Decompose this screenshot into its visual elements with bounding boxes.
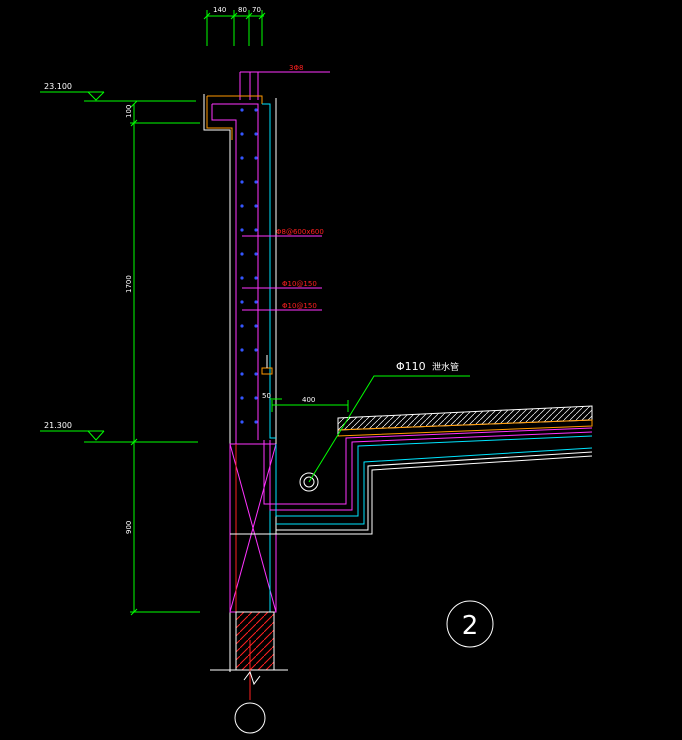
rebar-dot xyxy=(254,204,258,208)
rebar-dot xyxy=(254,252,258,256)
dim-900: 900 xyxy=(125,521,133,534)
drain-pipe-inner xyxy=(303,476,315,488)
fastener-mark xyxy=(261,355,273,375)
rebar-dot xyxy=(254,132,258,136)
rebar-dot xyxy=(254,324,258,328)
lower-wall-box xyxy=(229,443,277,613)
rebar-dot xyxy=(254,156,258,160)
dim-400: 400 xyxy=(302,396,315,404)
rebar-dot xyxy=(240,108,244,112)
rebar-dot xyxy=(254,348,258,352)
rebar-dot xyxy=(240,156,244,160)
detail-circle xyxy=(446,600,494,648)
vertical-dimension-chain xyxy=(130,100,200,616)
rebar-dots xyxy=(240,108,258,424)
dim-top-140: 140 xyxy=(213,6,226,14)
pipe-leader xyxy=(308,375,470,483)
rebar-dot xyxy=(254,228,258,232)
elevation-marker-top xyxy=(40,91,196,102)
top-leaders xyxy=(239,71,330,100)
rebar-dot xyxy=(254,276,258,280)
rebar-dot xyxy=(240,348,244,352)
break-mark xyxy=(243,670,261,686)
rebar-dot xyxy=(254,372,258,376)
base-hatch xyxy=(235,611,275,671)
rebar-leaders xyxy=(242,235,322,311)
dim-400-line xyxy=(271,400,349,412)
dim-top-80: 80 xyxy=(238,6,247,14)
pipe-note: 泄水管 xyxy=(432,361,459,373)
rebar-dot xyxy=(254,420,258,424)
gutter-and-roof xyxy=(230,427,593,535)
parapet-wall xyxy=(203,94,277,672)
rebar-dot xyxy=(240,324,244,328)
top-dimension-chain xyxy=(203,10,266,46)
rebar-dot xyxy=(240,204,244,208)
elevation-21300: 21.300 xyxy=(44,421,72,430)
rebar-dot xyxy=(254,108,258,112)
rebar-dot xyxy=(240,372,244,376)
dim-50: 50 xyxy=(262,392,271,400)
axis-bubble xyxy=(234,702,266,734)
rebar-note-1: Φ8@600x600 xyxy=(276,228,324,236)
rebar-dot xyxy=(240,300,244,304)
pipe-label: Φ110 xyxy=(396,360,426,373)
rebar-dot xyxy=(254,180,258,184)
detail-number: 2 xyxy=(462,611,479,641)
rebar-dot xyxy=(254,300,258,304)
rebar-dot xyxy=(240,252,244,256)
elevation-marker-bottom xyxy=(40,430,198,443)
rebar-dot xyxy=(240,420,244,424)
rebar-dot xyxy=(254,396,258,400)
dim-top-70: 70 xyxy=(252,6,261,14)
rebar-dot xyxy=(240,132,244,136)
dim-100: 100 xyxy=(125,105,133,118)
rebar-note-2: Φ10@150 xyxy=(282,280,317,288)
drain-pipe xyxy=(299,472,319,492)
label-3phi8: 3Φ8 xyxy=(289,64,303,72)
elevation-23100: 23.100 xyxy=(44,82,72,91)
rebar-dot xyxy=(240,180,244,184)
rebar-dot xyxy=(240,228,244,232)
dim-1700: 1700 xyxy=(125,275,133,293)
rebar-dot xyxy=(240,396,244,400)
roof-gravel-layer xyxy=(337,405,593,431)
rebar-note-3: Φ10@150 xyxy=(282,302,317,310)
rebar-dot xyxy=(240,276,244,280)
